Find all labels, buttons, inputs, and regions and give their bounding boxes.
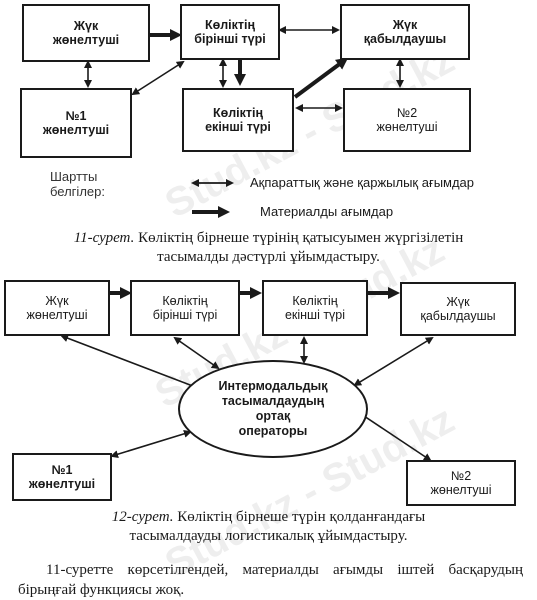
info-arrow [353,336,434,387]
figure-caption-11: 11-сурет. Көліктің бірнеше түрінің қатыс… [73,230,464,265]
legend-info-label: Ақпараттық және қаржылық ағымдар [250,175,475,190]
info-arrow [110,429,192,459]
body-paragraph: 11-суретте көрсетілгендей, материалды ағ… [18,562,523,598]
figure-caption-12: 12-сурет. Көліктің бірнеше түрін қолданғ… [111,509,426,544]
info-arrow [131,60,185,96]
operator-ellipse: Интермодальдық тасымалдаудың ортақ опера… [178,360,368,458]
material-arrow [293,57,349,99]
legend-material-label: Материалды ағымдар [260,204,394,219]
legend-title: Шартты белгілер: [50,169,105,199]
info-arrow [353,408,432,462]
info-arrow [60,334,200,390]
info-arrow [173,336,220,370]
